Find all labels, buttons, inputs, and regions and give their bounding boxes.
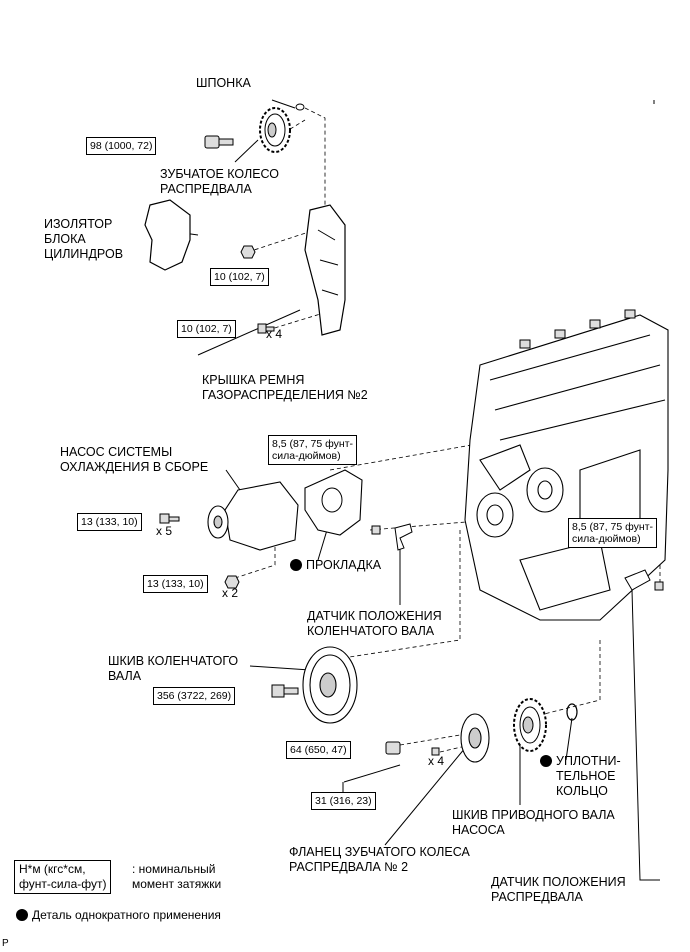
flange-bolt-64-part bbox=[385, 741, 401, 755]
label-water-pump: НАСОС СИСТЕМЫ ОХЛАЖДЕНИЯ В СБОРЕ bbox=[60, 445, 209, 474]
label-o-ring: УПЛОТНИ- ТЕЛЬНОЕ КОЛЬЦО bbox=[540, 754, 621, 799]
label-crank-sensor: ДАТЧИК ПОЛОЖЕНИЯ КОЛЕНЧАТОГО ВАЛА bbox=[307, 609, 442, 638]
pump-nuts-part bbox=[224, 575, 240, 589]
label-crank-pulley: ШКИВ КОЛЕНЧАТОГО ВАЛА bbox=[108, 654, 239, 683]
torque-31: 31 (316, 23) bbox=[311, 792, 376, 810]
legend-unit-box: Н*м (кгс*см, фунт-сила-фут) bbox=[14, 860, 112, 894]
torque-10-nut: 10 (102, 7) bbox=[210, 268, 269, 286]
label-cam-flange: ФЛАНЕЦ ЗУБЧАТОГО КОЛЕСА РАСПРЕДВАЛА № 2 bbox=[289, 845, 470, 874]
flange-bolts-x4-part bbox=[431, 747, 440, 756]
pump-bolts-part bbox=[159, 513, 180, 524]
label-timing-cover: КРЫШКА РЕМНЯ ГАЗОРАСПРЕДЕЛЕНИЯ №2 bbox=[202, 373, 368, 402]
cover-nut-part bbox=[240, 245, 256, 259]
legend-unit-desc: : номинальный момент затяжки bbox=[132, 862, 222, 891]
o-ring-part bbox=[566, 703, 578, 721]
label-cam-sensor: ДАТЧИК ПОЛОЖЕНИЯ РАСПРЕДВАЛА bbox=[491, 875, 626, 904]
torque-13-bolts: 13 (133, 10) bbox=[77, 513, 142, 531]
crank-sensor-part bbox=[371, 523, 413, 551]
torque-10-bolts: 10 (102, 7) bbox=[177, 320, 236, 338]
gear-bolt-part bbox=[204, 135, 234, 149]
torque-356: 356 (3722, 269) bbox=[153, 687, 236, 705]
multiplier-x2-pump: x 2 bbox=[222, 586, 239, 600]
cam-flange-part bbox=[460, 713, 490, 763]
multiplier-x4-flange: x 4 bbox=[428, 754, 445, 768]
timing-cover-part bbox=[304, 204, 346, 336]
pulley-bolt-part bbox=[271, 684, 299, 698]
torque-8-5-crank-sensor: 8,5 (87, 75 фунт- сила-дюймов) bbox=[268, 435, 357, 465]
torque-13-nuts: 13 (133, 10) bbox=[143, 575, 208, 593]
crank-pulley-part bbox=[302, 646, 358, 724]
label-block-insulator: ИЗОЛЯТОР БЛОКА ЦИЛИНДРОВ bbox=[44, 217, 124, 261]
torque-8-5-cam-sensor: 8,5 (87, 75 фунт- сила-дюймов) bbox=[568, 518, 657, 548]
cam-sensor-part bbox=[624, 569, 664, 591]
label-camshaft-gear: ЗУБЧАТОЕ КОЛЕСО РАСПРЕДВАЛА bbox=[160, 167, 280, 196]
camshaft-gear-part bbox=[259, 107, 291, 153]
block-insulator-part bbox=[144, 199, 191, 271]
multiplier-x5-pump: x 5 bbox=[156, 524, 173, 538]
torque-98: 98 (1000, 72) bbox=[86, 137, 157, 155]
label-pump-pulley: ШКИВ ПРИВОДНОГО ВАЛА НАСОСА bbox=[452, 808, 615, 837]
label-key: ШПОНКА bbox=[196, 76, 251, 90]
key-part bbox=[295, 103, 305, 111]
pump-pulley-part bbox=[513, 698, 547, 752]
multiplier-x4-cover: x 4 bbox=[266, 327, 283, 341]
torque-64: 64 (650, 47) bbox=[286, 741, 351, 759]
legend-one-time: Деталь однократного применения bbox=[16, 908, 221, 923]
water-pump-part bbox=[207, 481, 299, 551]
label-gasket: ПРОКЛАДКА bbox=[290, 558, 381, 573]
footer-code: P bbox=[2, 938, 9, 949]
cover-bolts-part bbox=[257, 323, 275, 334]
